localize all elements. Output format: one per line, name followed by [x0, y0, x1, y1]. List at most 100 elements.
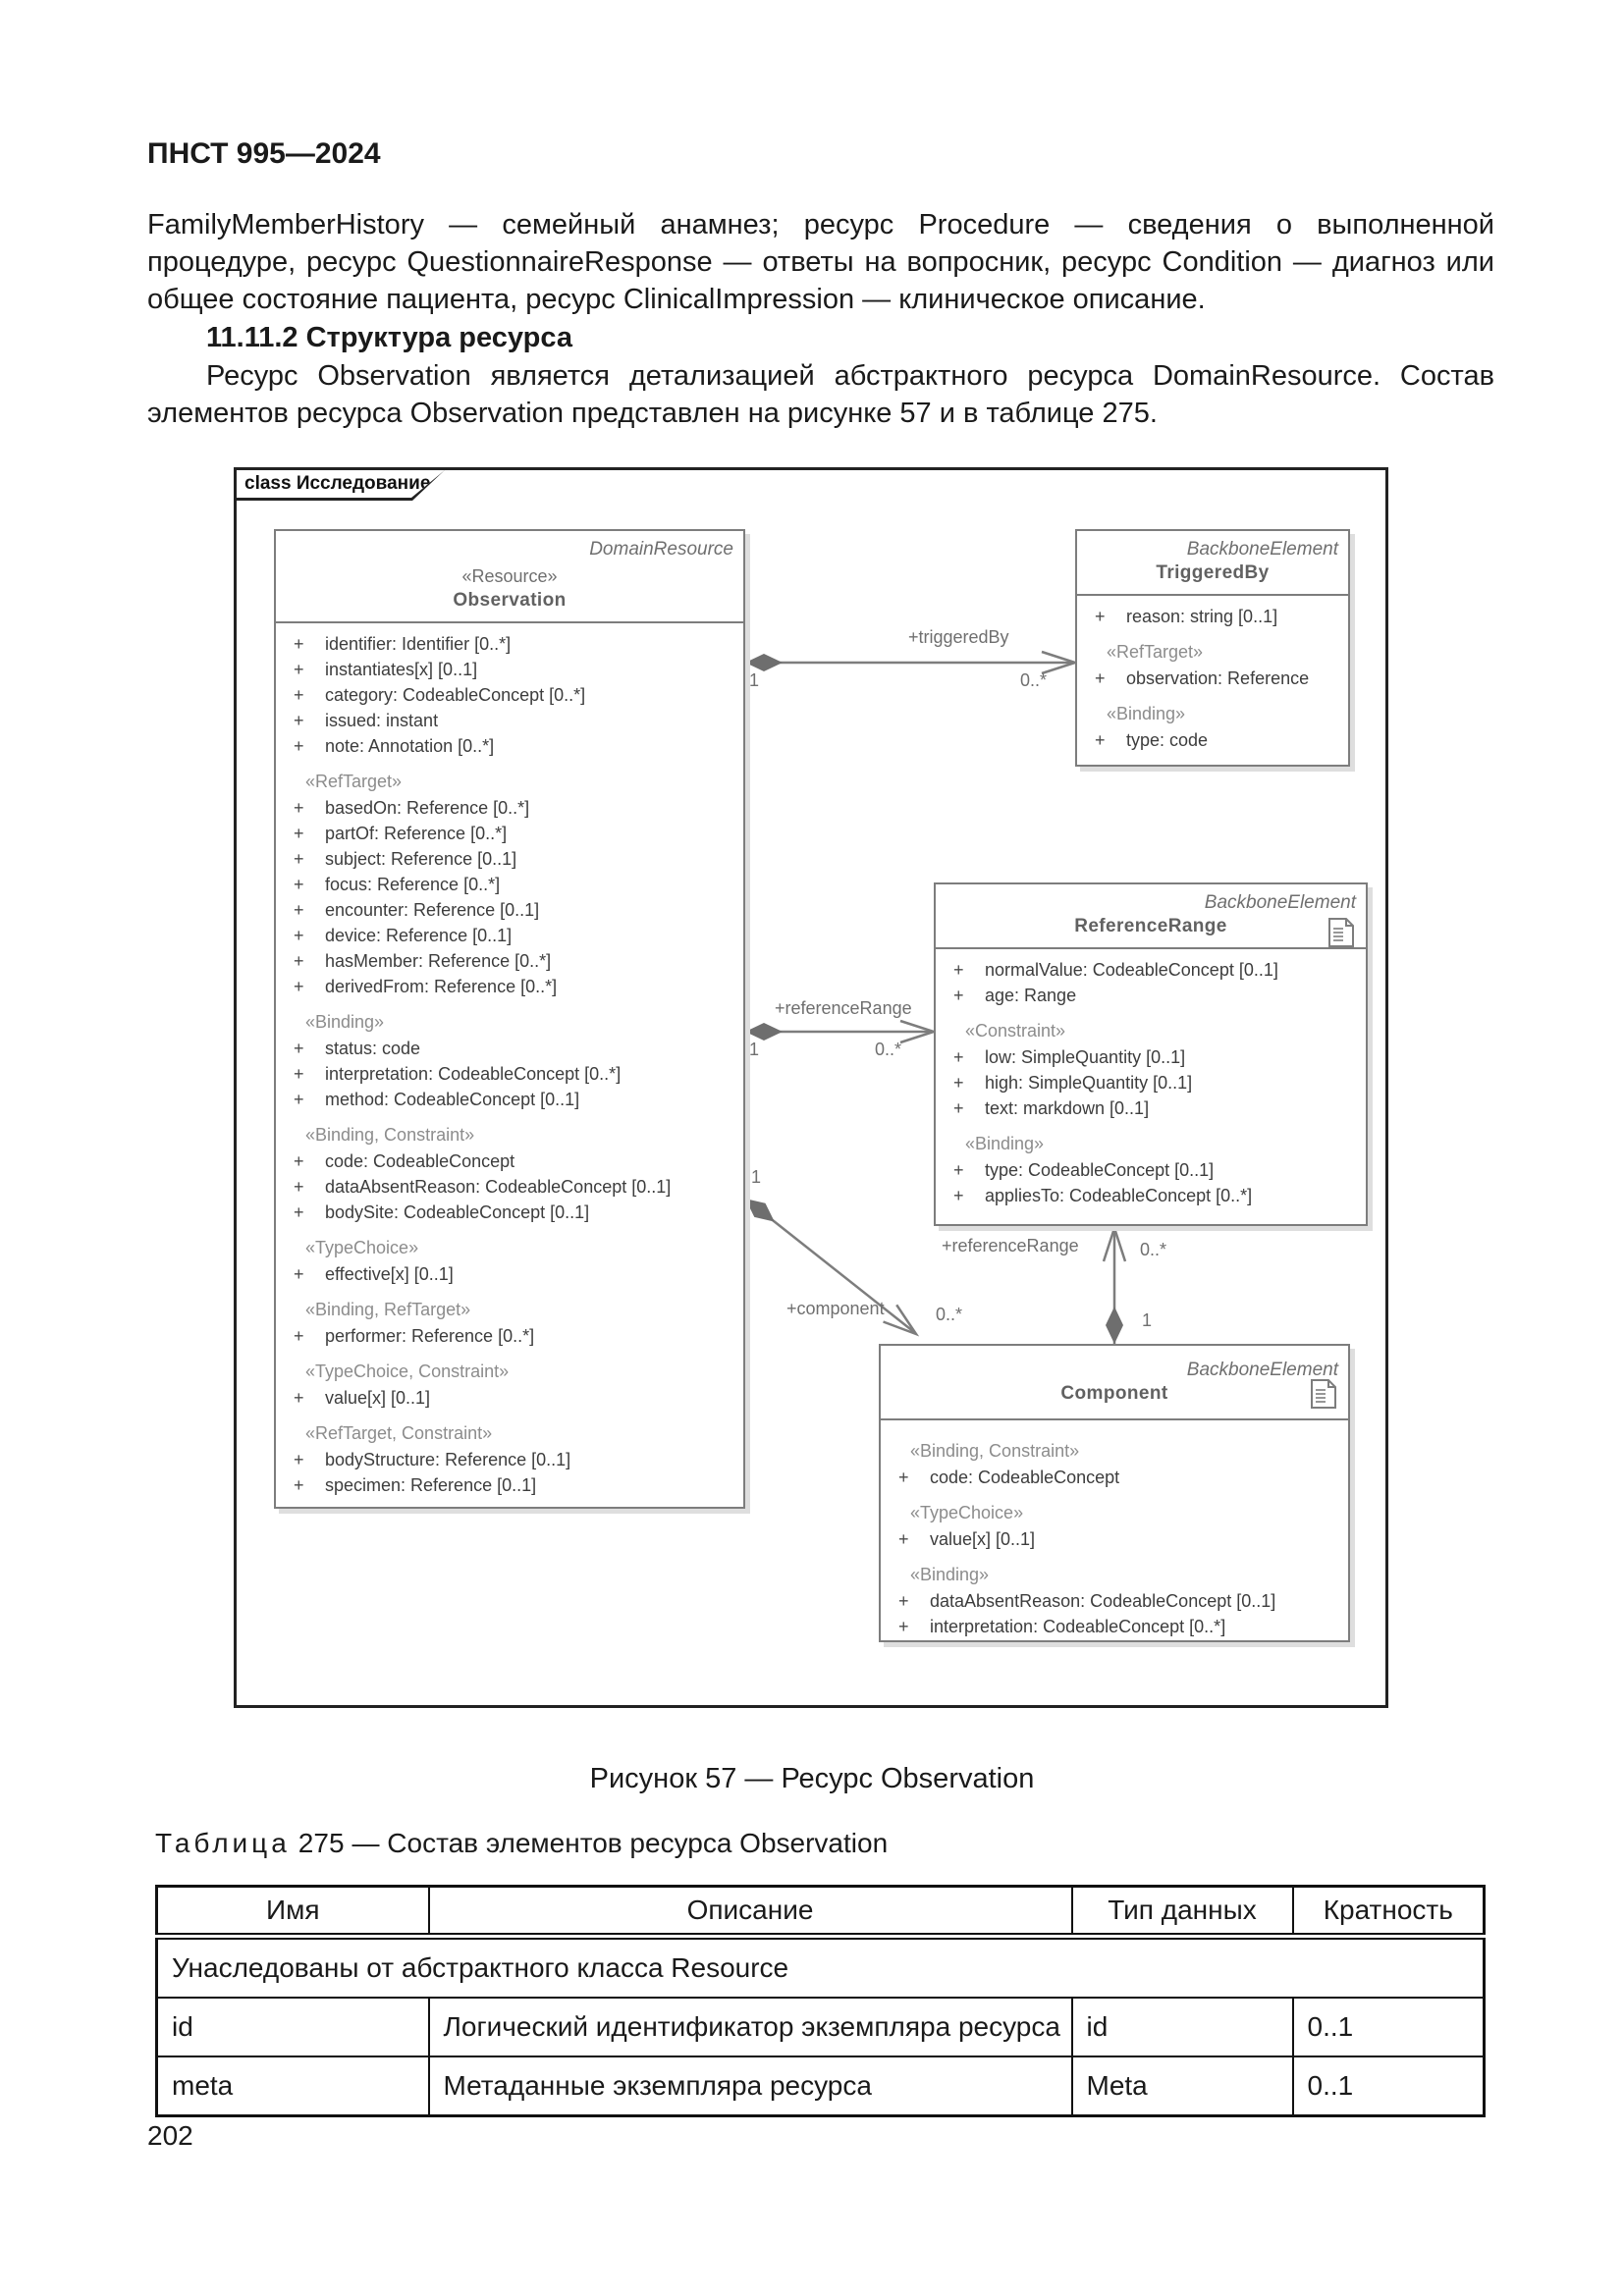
visibility-symbol: +	[294, 849, 304, 869]
stereotype-group-header: «Binding»	[965, 1134, 1045, 1153]
attribute-text: appliesTo: CodeableConcept [0..*]	[985, 1186, 1253, 1205]
visibility-symbol: +	[294, 736, 304, 756]
table-header-row: Имя Описание Тип данных Кратность	[155, 1885, 1486, 1940]
attribute-text: focus: Reference [0..*]	[325, 875, 501, 894]
visibility-symbol: +	[953, 1047, 964, 1067]
class-metatype: DomainResource	[589, 539, 733, 560]
class-attribute: + code: CodeableConcept	[887, 1465, 1342, 1490]
visibility-symbol: +	[294, 1450, 304, 1469]
visibility-symbol: +	[294, 1264, 304, 1284]
class-box-triggeredby: BackboneElement TriggeredBy +reason: str…	[1075, 529, 1350, 767]
stereotype-group-header: «Binding, Constraint»	[910, 1441, 1080, 1461]
visibility-symbol: +	[294, 824, 304, 843]
class-attribute: + bodyStructure: Reference [0..1]	[282, 1447, 737, 1472]
attribute-text: derivedFrom: Reference [0..*]	[325, 977, 558, 996]
class-attribute: +method: CodeableConcept [0..1]	[282, 1087, 737, 1112]
class-attribute: +low: SimpleQuantity [0..1]	[942, 1044, 1360, 1070]
column-header: Описание	[427, 1885, 1073, 1940]
multiplicity: 0..*	[875, 1040, 902, 1059]
attribute-text: interpretation: CodeableConcept [0..*]	[325, 1064, 622, 1084]
visibility-symbol: +	[294, 875, 304, 894]
visibility-symbol: +	[294, 711, 304, 730]
attribute-text: high: SimpleQuantity [0..1]	[985, 1073, 1193, 1093]
table-caption-number: 275	[298, 1828, 345, 1858]
multiplicity: 1	[749, 670, 760, 690]
figure-caption: Рисунок 57 — Ресурс Observation	[589, 1763, 1035, 1794]
visibility-symbol: +	[294, 1151, 304, 1171]
visibility-symbol: +	[898, 1591, 909, 1611]
class-header: BackboneElement Component	[881, 1346, 1348, 1420]
visibility-symbol: +	[1095, 668, 1106, 688]
class-attribute: + high: SimpleQuantity [0..1]	[942, 1070, 1360, 1095]
column-header: Тип данных	[1070, 1885, 1294, 1940]
class-attribute: +derivedFrom: Reference [0..*]	[282, 974, 737, 999]
stereotype-group-header: «Binding»	[305, 1012, 385, 1032]
table-section-row: Унаследованы от абстрактного класса Reso…	[155, 1935, 1486, 1999]
attribute-text: value[x] [0..1]	[325, 1388, 431, 1408]
visibility-symbol: +	[294, 1326, 304, 1346]
multiplicity: 1	[751, 1167, 762, 1187]
class-attributes: +reason: string [0..1]«RefTarget»+observ…	[1077, 596, 1348, 757]
visibility-symbol: +	[898, 1468, 909, 1487]
stereotype-group-header: «TypeChoice»	[910, 1503, 1024, 1522]
visibility-symbol: +	[294, 951, 304, 971]
stereotype-group-header: «TypeChoice»	[305, 1238, 419, 1257]
multiplicity: 0..*	[1140, 1240, 1167, 1259]
attribute-text: specimen: Reference [0..1]	[325, 1475, 537, 1495]
page-number: 202	[147, 2120, 193, 2151]
table-cell: Метаданные экземпляра ресурса	[427, 2056, 1073, 2117]
note-icon	[1311, 1379, 1336, 1409]
attribute-text: dataAbsentReason: CodeableConcept [0..1]	[325, 1177, 672, 1197]
class-name: Observation	[453, 590, 567, 611]
attribute-text: note: Annotation [0..*]	[325, 736, 495, 756]
attribute-text: bodyStructure: Reference [0..1]	[325, 1450, 571, 1469]
body-text: FamilyMemberHistory — семейный анамнез; …	[147, 206, 1494, 432]
class-attribute: +normalValue: CodeableConcept [0..1]	[942, 957, 1360, 983]
attribute-text: code: CodeableConcept	[930, 1468, 1120, 1487]
aggregation-diamond	[745, 1023, 783, 1041]
class-attribute: +type: CodeableConcept [0..1]	[942, 1157, 1360, 1183]
visibility-symbol: +	[294, 1039, 304, 1058]
class-name: Component	[1060, 1383, 1168, 1404]
table-cell: meta	[155, 2056, 430, 2117]
table-caption-word: Таблица	[155, 1828, 291, 1858]
attribute-text: interpretation: CodeableConcept [0..*]	[930, 1617, 1226, 1636]
class-attribute: +dataAbsentReason: CodeableConcept [0..1…	[282, 1174, 737, 1200]
attribute-text: type: code	[1126, 730, 1209, 750]
attribute-text: text: markdown [0..1]	[985, 1098, 1150, 1118]
table-275: Имя Описание Тип данных Кратность Унасле…	[155, 1885, 1486, 2117]
class-attribute: +performer: Reference [0..*]	[282, 1323, 737, 1349]
uml-diagram-frame: class Исследование	[234, 467, 1388, 1708]
paragraph: Ресурс Observation является детализацией…	[147, 360, 1494, 429]
visibility-symbol: +	[953, 1073, 964, 1093]
visibility-symbol: +	[1095, 607, 1106, 626]
attribute-text: device: Reference [0..1]	[325, 926, 513, 945]
class-attribute: +device: Reference [0..1]	[282, 923, 737, 948]
class-attribute: +basedOn: Reference [0..*]	[282, 795, 737, 821]
class-attribute: + text: markdown [0..1]	[942, 1095, 1360, 1121]
visibility-symbol: +	[294, 900, 304, 920]
visibility-symbol: +	[294, 1090, 304, 1109]
class-attribute: +category: CodeableConcept [0..*]	[282, 682, 737, 708]
visibility-symbol: +	[953, 1186, 964, 1205]
visibility-symbol: +	[953, 1098, 964, 1118]
table-caption-text: — Состав элементов ресурса Observation	[352, 1828, 889, 1858]
table-cell: 0..1	[1291, 2056, 1486, 2117]
attribute-text: dataAbsentReason: CodeableConcept [0..1]	[930, 1591, 1276, 1611]
class-attribute: +subject: Reference [0..1]	[282, 846, 737, 872]
attribute-text: bodySite: CodeableConcept [0..1]	[325, 1202, 590, 1222]
attribute-text: hasMember: Reference [0..*]	[325, 951, 552, 971]
class-attributes: +identifier: Identifier [0..*]+instantia…	[276, 623, 743, 1502]
class-attribute: +code: CodeableConcept	[282, 1148, 737, 1174]
association-label: +referenceRange	[942, 1236, 1079, 1255]
table-cell: 0..1	[1291, 1997, 1486, 2057]
visibility-symbol: +	[1095, 730, 1106, 750]
class-attribute: + appliesTo: CodeableConcept [0..*]	[942, 1183, 1360, 1208]
stereotype-group-header: «Binding, Constraint»	[305, 1125, 475, 1145]
class-attribute: +reason: string [0..1]	[1083, 604, 1342, 629]
visibility-symbol: +	[294, 660, 304, 679]
class-box-component: BackboneElement Component «Binding, Cons…	[879, 1344, 1350, 1642]
class-attribute: +encounter: Reference [0..1]	[282, 897, 737, 923]
visibility-symbol: +	[294, 798, 304, 818]
class-metatype: BackboneElement	[1186, 539, 1338, 560]
